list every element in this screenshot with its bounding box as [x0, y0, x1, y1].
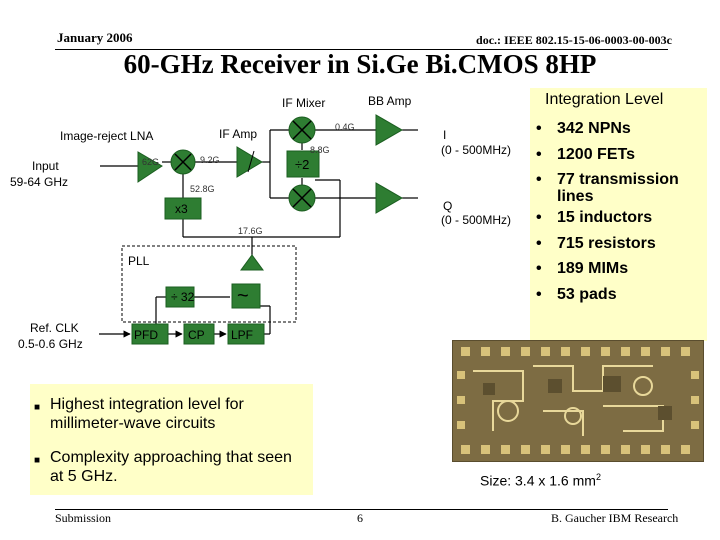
i-output-range: (0 - 500MHz)	[441, 143, 511, 157]
if-amplifier	[236, 146, 263, 178]
vco-block	[231, 283, 261, 309]
header-date: January 2006	[57, 30, 133, 45]
lpf-text: LPF	[231, 328, 253, 342]
signal-wires	[99, 129, 418, 338]
summary-bullet-text: Complexity approaching that seen at 5 GH…	[50, 449, 292, 485]
q-output-range: (0 - 500MHz)	[441, 213, 511, 227]
div2-text: ÷2	[295, 157, 309, 172]
header-divider	[55, 49, 668, 50]
pll-label: PLL	[128, 254, 150, 268]
freq-0-4g: 0.4G	[335, 122, 355, 132]
integration-list: 342 NPNs 1200 FETs 77 transmission lines…	[530, 116, 707, 307]
list-item: 53 pads	[530, 282, 707, 308]
summary-bullet: ■ Highest integration level for millimet…	[34, 395, 309, 433]
vco-tilde-icon: ~	[237, 285, 249, 307]
summary-bullets-box: ■ Highest integration level for millimet…	[30, 384, 313, 495]
div32-block	[165, 286, 195, 308]
pll-box	[121, 245, 297, 323]
footer-left: Submission	[55, 511, 112, 525]
list-item: 189 MIMs	[530, 256, 707, 282]
chip-micrograph	[452, 340, 704, 462]
chip-size-text: Size: 3.4 x 1.6 mm	[480, 472, 596, 489]
freq-52-8g: 52.8G	[190, 184, 215, 194]
list-item: 342 NPNs	[530, 116, 707, 142]
integration-title: Integration Level	[545, 91, 664, 108]
freq-62g: 62G	[142, 157, 159, 167]
bb-amp-label: BB Amp	[368, 94, 412, 108]
cp-block	[183, 323, 215, 345]
if-mixer-i	[288, 116, 316, 144]
chip-size-superscript: 2	[595, 472, 601, 482]
pfd-block	[131, 323, 169, 345]
list-item: 77 transmission lines	[530, 167, 707, 205]
slide-title: 60-GHz Receiver in Si.Ge Bi.CMOS 8HP	[123, 49, 597, 79]
x3-multiplier-block	[164, 197, 202, 220]
footer-divider	[55, 509, 668, 510]
ref-clk-label: Ref. CLK	[30, 321, 79, 335]
header-doc-id: doc.: IEEE 802.15-15-06-0003-00-003c	[476, 33, 672, 47]
bb-amplifier-q	[375, 182, 404, 214]
filter-slash	[247, 150, 255, 173]
if-amp-label: IF Amp	[219, 127, 257, 141]
lna-label: Image-reject LNA	[60, 129, 153, 143]
summary-bullet-text: Highest integration level for millimeter…	[50, 396, 244, 432]
lpf-block	[227, 323, 265, 345]
freq-17-6g: 17.6G	[238, 226, 263, 236]
x3-text: x3	[175, 202, 188, 216]
list-item: 15 inductors	[530, 205, 707, 231]
cp-text: CP	[188, 328, 205, 342]
list-item: 715 resistors	[530, 231, 707, 257]
i-output-label: I	[443, 128, 446, 142]
chip-layout-drawing	[453, 341, 703, 461]
if-mixer-q	[288, 184, 316, 212]
freq-8-8g: 8.8G	[310, 145, 330, 155]
q-output-label: Q	[443, 199, 452, 213]
pfd-text: PFD	[134, 328, 158, 342]
square-bullet-icon: ■	[34, 455, 41, 466]
chip-size-caption: Size: 3.4 x 1.6 mm2	[480, 472, 601, 489]
page-number: 6	[357, 511, 363, 525]
ref-clk-frequency: 0.5-0.6 GHz	[18, 337, 83, 351]
list-item: 1200 FETs	[530, 142, 707, 168]
div32-text: ÷ 32	[171, 290, 195, 304]
vco-buffer-amplifier	[240, 254, 264, 271]
footer-right: B. Gaucher IBM Research	[551, 511, 679, 525]
square-bullet-icon: ■	[34, 402, 41, 413]
summary-bullet: ■ Complexity approaching that seen at 5 …	[34, 448, 309, 486]
rf-mixer	[170, 149, 196, 175]
div2-block	[286, 150, 320, 178]
freq-9-2g: 9.2G	[200, 155, 220, 165]
if-mixer-label: IF Mixer	[282, 96, 325, 110]
bb-amplifier-i	[375, 114, 404, 146]
lna-amplifier	[137, 151, 163, 183]
input-label: Input	[32, 159, 59, 173]
input-frequency: 59-64 GHz	[10, 175, 68, 189]
